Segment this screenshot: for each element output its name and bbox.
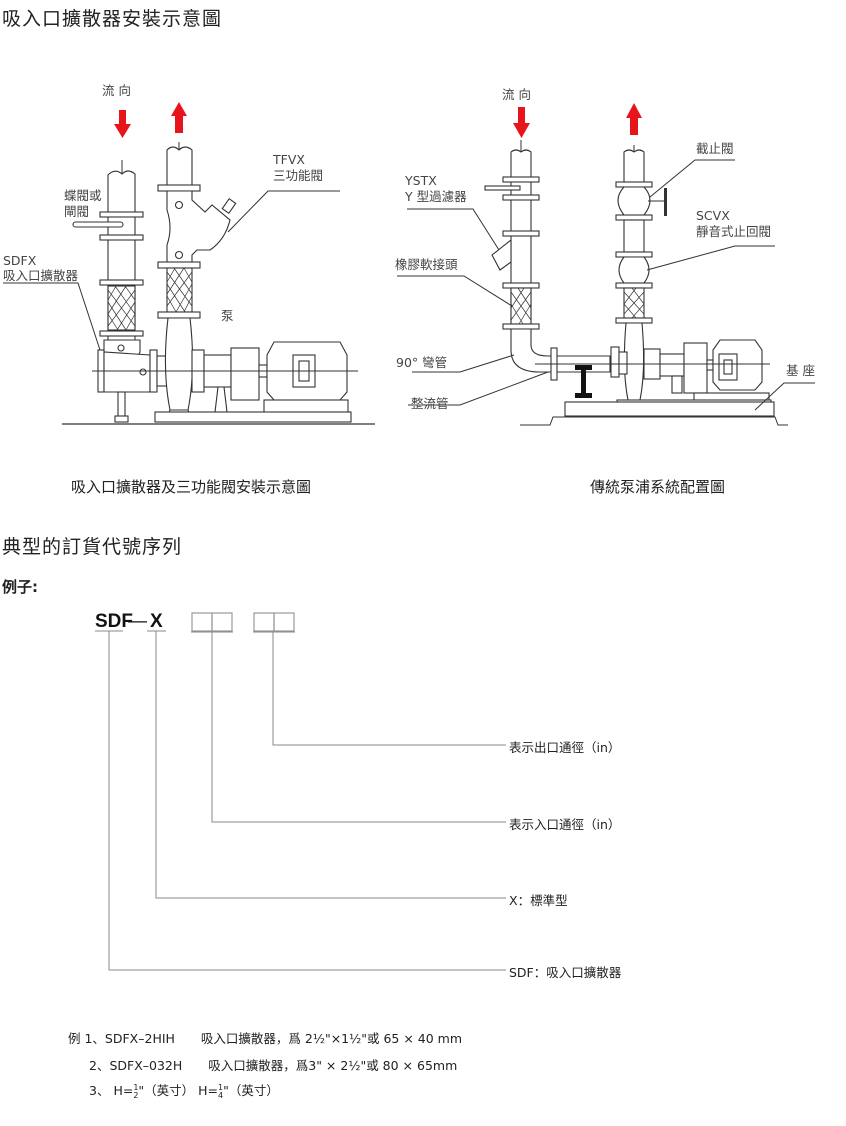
sdfx-name-label: 吸入口擴散器 <box>3 268 79 283</box>
ystx-name-label: Y 型過濾器 <box>405 189 467 204</box>
flow-direction-label-right: 流 向 <box>502 87 531 102</box>
scvx-name-label: 靜音式止回閥 <box>696 224 772 239</box>
outlet-size-box-1 <box>253 612 275 632</box>
example-2-code: 2、SDFX–032H <box>89 1058 183 1073</box>
code-x: X <box>150 611 163 632</box>
inlet-size-box-2 <box>211 612 233 632</box>
ystx-code-label: YSTX <box>405 173 437 188</box>
support-beam <box>575 365 592 398</box>
example-1-desc: 吸入口擴散器，爲 2½"×1½"或 65 × 40 mm <box>200 1031 463 1046</box>
flow-down-arrow-icon <box>513 107 530 138</box>
diagram-right-caption: 傳統泵浦系統配置圖 <box>590 478 726 496</box>
stop-valve-label: 截止閥 <box>696 141 734 156</box>
example-2: 2、SDFX–032H 吸入口擴散器，爲3" × 2½"或 80 × 65mm <box>89 1055 457 1074</box>
flow-up-arrow-icon <box>626 103 642 135</box>
y-strainer <box>491 238 512 271</box>
example-1: 例 1、SDFX–2HIH 吸入口擴散器，爲 2½"×1½"或 65 × 40 … <box>68 1028 462 1047</box>
order-section-title: 典型的訂貨代號序列 <box>2 536 183 558</box>
flow-direction-label-left: 流 向 <box>102 83 131 98</box>
legend-inlet-size: 表示入口通徑（in） <box>509 817 621 832</box>
butterfly-valve-handle <box>72 221 124 228</box>
sdfx-code-label: SDFX <box>3 253 37 268</box>
diagram-left-drawing <box>3 102 375 425</box>
straightener-label: 整流管 <box>411 396 449 411</box>
legend-outlet-size: 表示出口通徑（in） <box>509 740 621 755</box>
elbow-90 <box>510 328 611 373</box>
legend-standard-type: X：標準型 <box>509 893 568 908</box>
example-label: 例子: <box>2 578 38 596</box>
example-1-code: 例 1、SDFX–2HIH <box>68 1031 175 1046</box>
code-prefix: SDF <box>95 611 133 632</box>
baseplate-left <box>154 411 352 423</box>
inlet-size-box-1 <box>191 612 213 632</box>
butterfly-valve-label-line1: 蝶閥或 <box>64 188 102 203</box>
base-label: 基 座 <box>786 363 815 378</box>
flow-down-arrow-icon <box>114 110 131 138</box>
flow-up-arrow-icon <box>171 102 187 133</box>
base <box>564 401 775 417</box>
butterfly-valve-label-line2: 閘閥 <box>64 204 90 219</box>
diagram-left-caption: 吸入口擴散器及三功能閥安裝示意圖 <box>71 478 312 496</box>
example-2-desc: 吸入口擴散器，爲3" × 2½"或 80 × 65mm <box>208 1058 458 1073</box>
elbow-label: 90° 彎管 <box>396 355 448 370</box>
pump-label: 泵 <box>221 308 234 323</box>
discharge-pipe <box>166 146 193 186</box>
legend-sdf-meaning: SDF：吸入口擴散器 <box>509 965 622 980</box>
stop-valve-handwheel <box>664 188 667 216</box>
page-title: 吸入口擴散器安裝示意圖 <box>2 8 223 30</box>
code-dash: — <box>128 611 147 632</box>
outlet-size-box-2 <box>273 612 295 632</box>
diagram-right-drawing <box>397 103 815 426</box>
rubber-joint-label: 橡膠軟接頭 <box>395 257 458 272</box>
tfvx-code-label: TFVX <box>273 152 305 167</box>
scvx-code-label: SCVX <box>696 208 730 223</box>
tfvx-name-label: 三功能閥 <box>273 168 324 183</box>
triple-duty-valve <box>166 190 231 263</box>
